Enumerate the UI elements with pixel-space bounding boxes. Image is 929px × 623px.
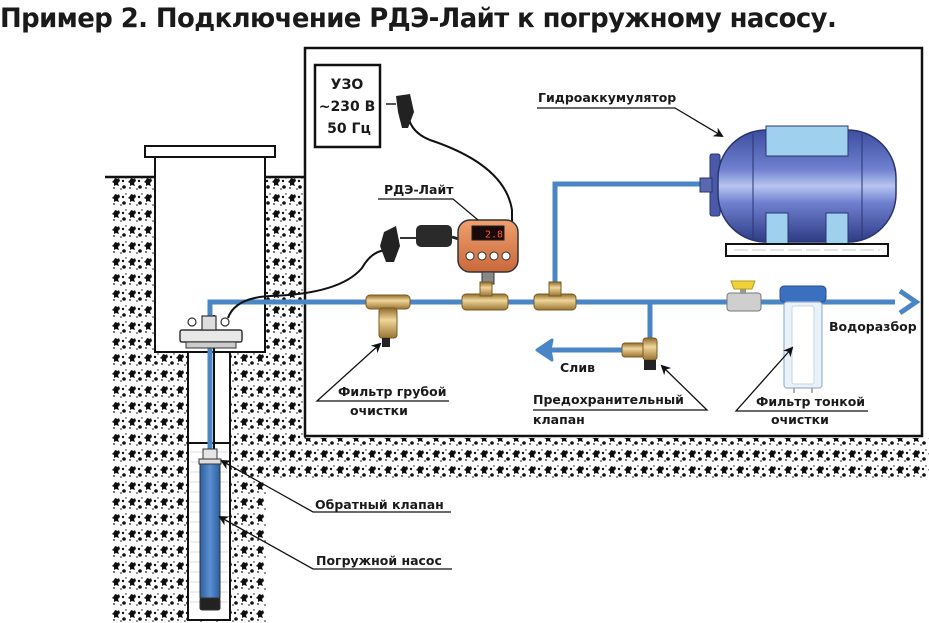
drain-arrow-head [535,338,554,362]
label-safety-valve-text2: клапан [533,412,585,427]
pipe-to-accumulator [552,181,700,296]
cable-plug-socket-icon [380,225,463,262]
label-drain: Слив [560,360,595,375]
rde-lite-controller: 2.8 [457,219,519,285]
outlet-arrow-head [898,288,921,316]
hydraulic-accumulator [699,125,897,257]
label-submersible-pump-text: Погружной насос [316,553,442,568]
label-safety-valve: Предохранительный клапан [533,364,709,427]
check-valve [202,448,218,460]
label-submersible-pump: Погружной насос [218,516,452,570]
cable-pump-to-plug [227,249,389,319]
power-plug-icon [386,94,414,128]
label-coarse-filter: Фильтр грубой очистки [315,342,449,418]
power-source-line3: 50 Гц [327,121,371,137]
submersible-pump [198,448,222,611]
label-fine-filter-text1: Фильтр тонкой [756,394,865,409]
well-head [179,315,243,349]
pump-body [199,463,221,599]
label-coarse-filter-line1: Фильтр грубой [338,384,446,399]
label-coarse-filter-line2: очистки [350,403,408,418]
controller-display [471,225,505,241]
soil-right-upper [266,178,306,438]
fine-filter [779,285,827,393]
tee-fitting-accumulator [533,281,577,311]
power-source-line1: УЗО [331,77,364,93]
coarse-filter [365,294,411,347]
safety-valve [621,337,658,370]
label-check-valve-text: Обратный клапан [315,497,444,512]
pipes [207,181,895,455]
pipe-riser [207,299,895,455]
label-fine-filter-text2: очистки [771,412,829,427]
caisson-lid [144,145,276,158]
label-fine-filter: Фильтр тонкой очистки [734,346,868,427]
power-source-line2: ~230 В [319,99,376,115]
ball-valve [726,280,762,312]
power-source-box: УЗО ~230 В 50 Гц [313,63,382,149]
controller-display-value: 2.8 [485,230,503,241]
label-water-outlet-text: Водоразбор [829,319,917,334]
page-title: Пример 2. Подключение РДЭ-Лайт к погружн… [0,3,837,34]
label-accumulator-text: Гидроаккумулятор [538,90,676,105]
accumulator-label-plate [765,125,849,157]
soil-left [112,178,156,623]
label-check-valve: Обратный клапан [220,460,451,513]
tee-fitting-controller [461,281,509,311]
label-water-outlet: Водоразбор [829,319,917,334]
label-rde-lite: РДЭ-Лайт [378,182,479,221]
label-rde-lite-text: РДЭ-Лайт [384,182,454,197]
label-accumulator: Гидроаккумулятор [537,90,724,138]
label-safety-valve-text1: Предохранительный [533,392,684,407]
label-drain-text: Слив [560,360,595,375]
soil-lower-band [230,438,929,478]
